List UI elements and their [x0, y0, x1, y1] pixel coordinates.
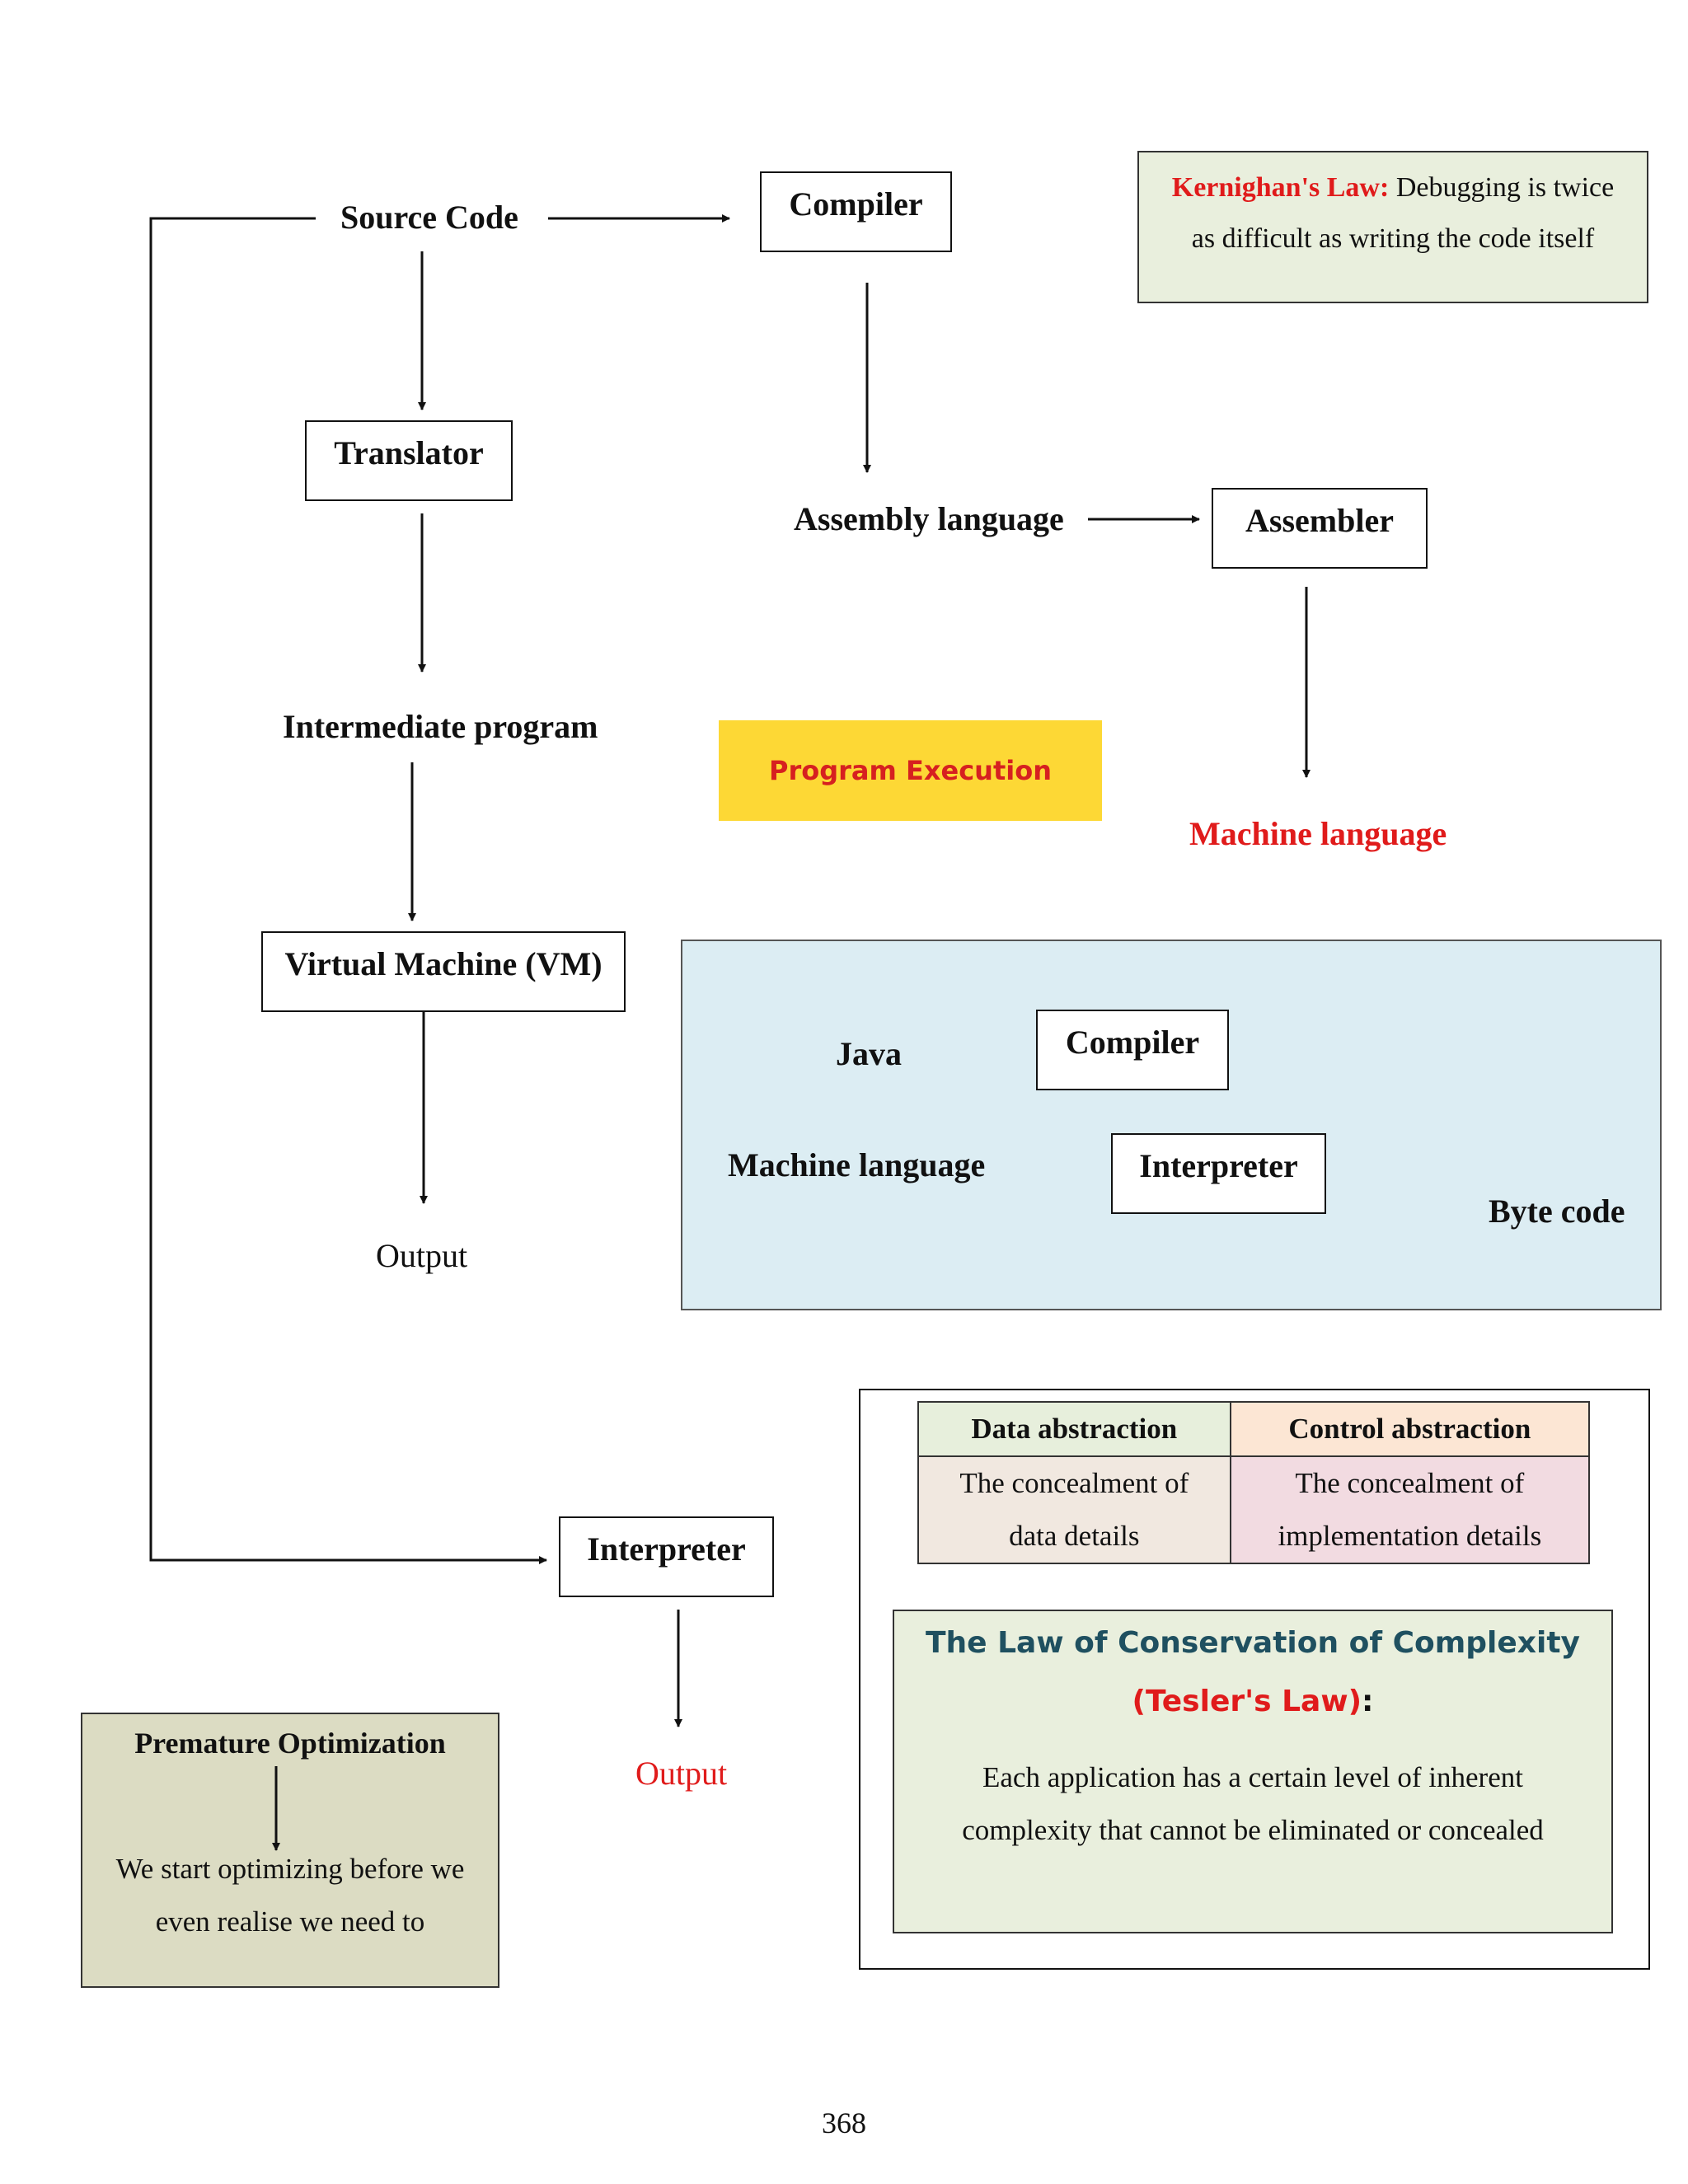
- premature-optimization-box: Premature Optimization We start optimizi…: [81, 1713, 499, 1988]
- abstraction-table: Data abstraction Control abstraction The…: [917, 1401, 1591, 1564]
- tesler-title-line1: The Law of Conservation of Complexity: [925, 1626, 1581, 1660]
- data-abstraction-line1: The concealment of: [959, 1467, 1189, 1499]
- byte-code-label: Byte code: [1489, 1193, 1625, 1230]
- program-execution-banner: Program Execution: [719, 720, 1102, 821]
- java-execution-panel: [681, 940, 1662, 1310]
- machine-language-label: Machine language: [1189, 815, 1447, 852]
- control-abstraction-cell: The concealment of implementation detail…: [1229, 1455, 1591, 1564]
- virtual-machine-label: Virtual Machine (VM): [284, 945, 603, 982]
- data-abstraction-line2: data details: [1009, 1520, 1140, 1552]
- jvm-compiler-label: Compiler: [1065, 1024, 1200, 1061]
- assembly-language-label: Assembly language: [794, 500, 1064, 537]
- compiler-box: Compiler: [760, 171, 952, 252]
- data-abstraction-header: Data abstraction: [917, 1401, 1231, 1457]
- data-abstraction-cell: The concealment of data details: [917, 1455, 1231, 1564]
- abstraction-header-row: Data abstraction Control abstraction: [917, 1401, 1591, 1457]
- source-code-label: Source Code: [340, 199, 518, 236]
- jvm-machine-language-label: Machine language: [728, 1146, 986, 1183]
- tesler-title-line2: (Tesler's Law): [1132, 1685, 1362, 1718]
- kernighan-text-line1: Debugging is twice: [1389, 172, 1615, 203]
- page-number: 368: [822, 2107, 866, 2139]
- kernighan-text-line2: as difficult as writing the code itself: [1191, 223, 1595, 254]
- control-abstraction-header: Control abstraction: [1229, 1401, 1591, 1457]
- interpreter-box: Interpreter: [559, 1516, 774, 1597]
- tesler-law-box: The Law of Conservation of Complexity (T…: [893, 1610, 1613, 1933]
- translator-label: Translator: [334, 434, 484, 471]
- tesler-title-colon: :: [1362, 1685, 1374, 1718]
- arrow-source-to-interpreter: [149, 217, 547, 1564]
- compiler-label: Compiler: [789, 185, 923, 223]
- tesler-body-line1: Each application has a certain level of …: [982, 1761, 1523, 1793]
- jvm-interpreter-label: Interpreter: [1139, 1147, 1298, 1184]
- jvm-interpreter-box: Interpreter: [1111, 1133, 1326, 1214]
- premature-body-line1: We start optimizing before we: [115, 1853, 465, 1885]
- interpreter-label: Interpreter: [587, 1530, 746, 1568]
- vm-output-label: Output: [376, 1237, 468, 1274]
- control-abstraction-line1: The concealment of: [1295, 1467, 1525, 1499]
- assembler-box: Assembler: [1212, 488, 1428, 569]
- tesler-body-line2: complexity that cannot be eliminated or …: [962, 1814, 1544, 1846]
- control-abstraction-line2: implementation details: [1278, 1520, 1542, 1552]
- java-label: Java: [836, 1035, 902, 1072]
- premature-body-line2: even realise we need to: [155, 1905, 425, 1938]
- kernighan-law-note: Kernighan's Law: Debugging is twice as d…: [1137, 151, 1648, 303]
- abstraction-body-row: The concealment of data details The conc…: [917, 1455, 1591, 1564]
- assembler-label: Assembler: [1245, 502, 1394, 539]
- intermediate-program-label: Intermediate program: [283, 708, 598, 745]
- interpreter-output-label: Output: [635, 1755, 728, 1792]
- premature-title: Premature Optimization: [134, 1727, 446, 1760]
- jvm-compiler-box: Compiler: [1036, 1010, 1229, 1090]
- translator-box: Translator: [305, 420, 513, 501]
- virtual-machine-box: Virtual Machine (VM): [261, 931, 626, 1012]
- kernighan-law-name: Kernighan's Law:: [1171, 172, 1390, 203]
